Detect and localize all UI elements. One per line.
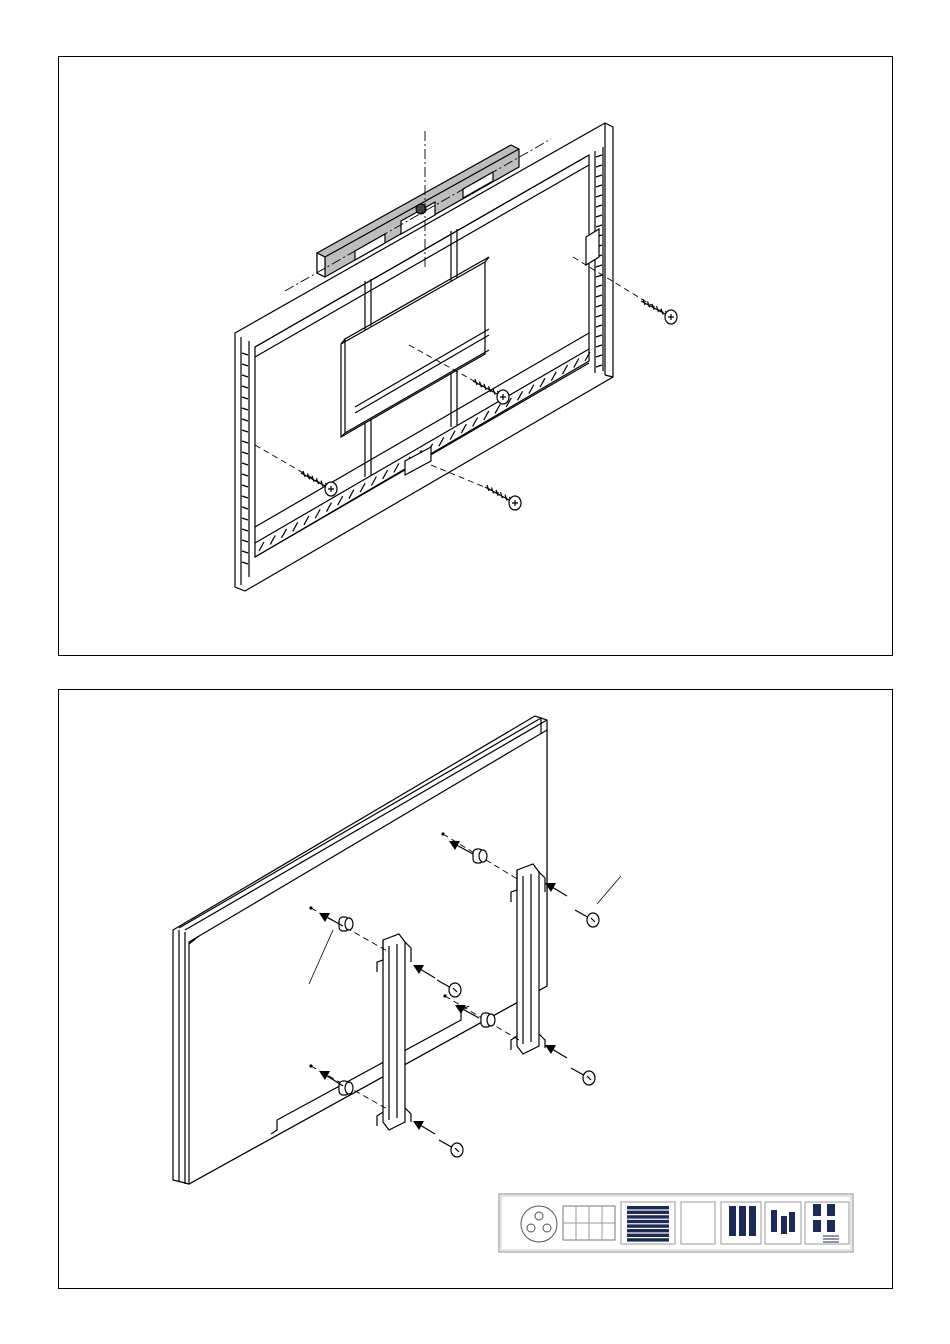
tv-bracket-assembly-drawing: [59, 690, 894, 1290]
lag-screw-icon: [641, 299, 677, 324]
bolt-icon: [571, 1068, 595, 1085]
mount-hole: [309, 1064, 312, 1067]
frame-assembly-drawing: [59, 57, 894, 657]
arrow-icon: [545, 1045, 567, 1058]
hardware-card-icon: [499, 1194, 853, 1252]
mount-hole: [441, 832, 444, 835]
spacer-icon: [339, 917, 353, 931]
bolt-icon: [575, 910, 599, 927]
mount-hole: [443, 994, 446, 997]
tv-back-panel: [173, 716, 547, 1184]
lag-screw-icon: [485, 485, 521, 510]
spacer-icon: [473, 849, 487, 863]
bolt-icon: [439, 1140, 463, 1157]
spacer-icon: [481, 1013, 495, 1027]
mount-hole: [309, 906, 312, 909]
spacer-icon: [339, 1081, 353, 1095]
leader-line-bolt: [597, 876, 621, 904]
arrow-icon: [413, 1121, 435, 1134]
figure-panel-bottom: [58, 689, 893, 1289]
arrow-icon: [545, 883, 567, 896]
figure-panel-top: [58, 56, 893, 656]
